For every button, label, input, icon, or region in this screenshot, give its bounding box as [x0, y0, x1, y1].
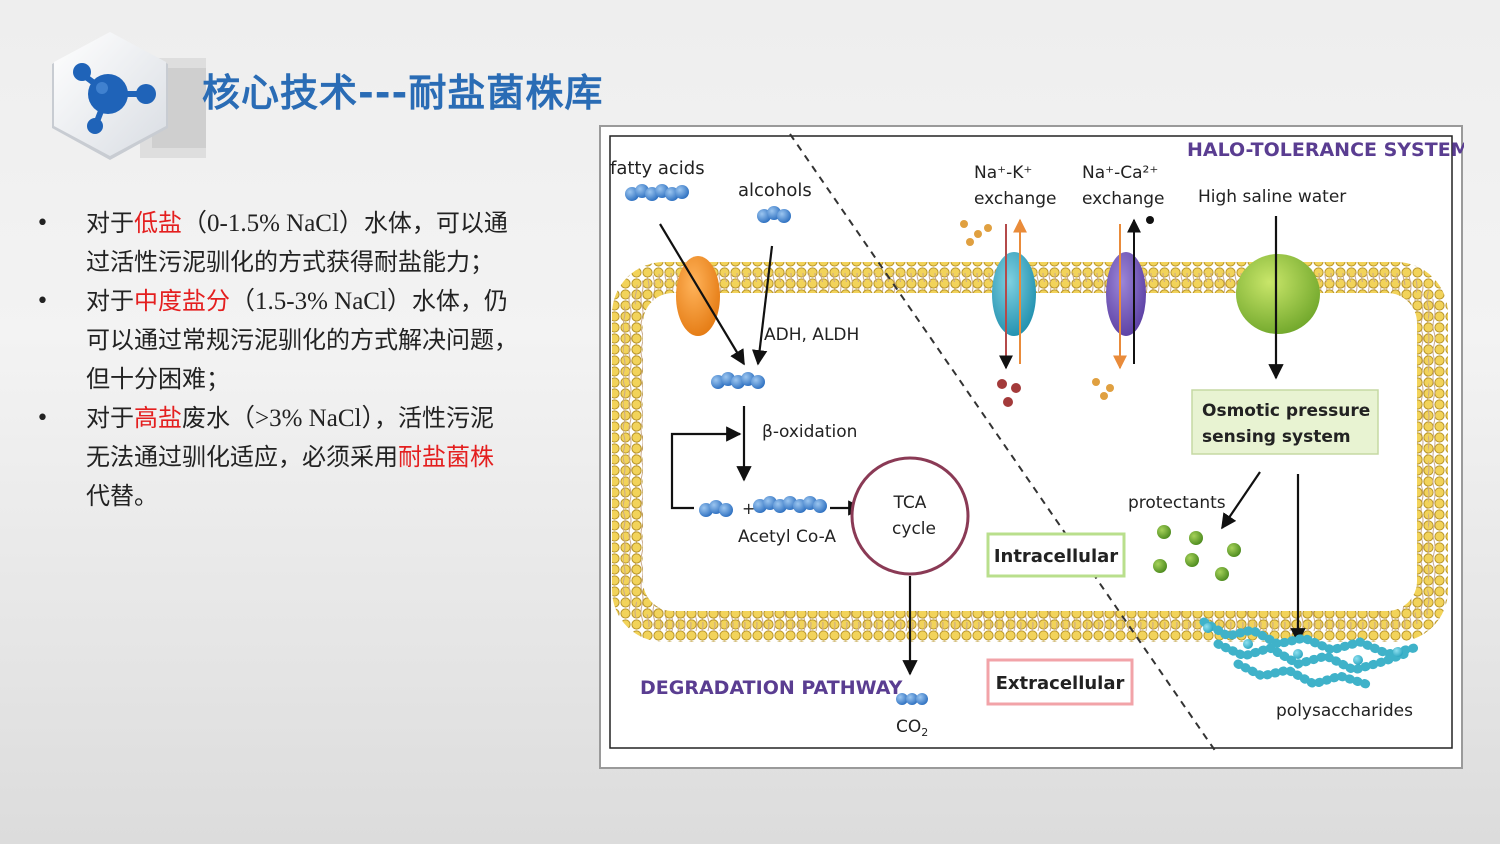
na-ca-pump — [1106, 252, 1146, 336]
beta-oxidation-label: β-oxidation — [762, 422, 857, 442]
alcohols-label: alcohols — [738, 180, 812, 201]
bullet-item-medium-salt: • 对于中度盐分（1.5-3% NaCl）水体，仍 可以通过常规污泥驯化的方式解… — [36, 282, 596, 399]
bullet-text: 对于 — [86, 209, 134, 237]
bullet-text: 无法通过驯化适应，必须采用 — [86, 443, 398, 471]
bullet-text: 但十分困难； — [86, 365, 230, 393]
plus-sign: + — [742, 499, 755, 518]
bullet-text: 水体，仍 — [411, 287, 508, 315]
bullet-text: 对于 — [86, 404, 134, 432]
halotolerance-diagram: HALO-TOLERANCE SYSTEM DEGRADATION PATHWA… — [598, 124, 1470, 770]
bullet-text: 对于 — [86, 287, 134, 315]
bullet-text: 可以通过常规污泥驯化的方式解决问题， — [86, 326, 518, 354]
sensing-system-label: sensing system — [1202, 427, 1351, 447]
polysaccharides-label: polysaccharides — [1276, 701, 1413, 721]
tca-cycle — [850, 456, 970, 576]
protectants-label: protectants — [1128, 493, 1226, 513]
extracellular-box — [986, 658, 1134, 706]
degradation-pathway-title: DEGRADATION PATHWAY — [640, 677, 903, 699]
bullet-text: ，活性污泥 — [373, 404, 494, 432]
acetyl-coa-label: Acetyl Co-A — [738, 527, 836, 547]
na-k-label: Na⁺-K⁺ — [974, 163, 1032, 183]
bullet-salinity-range: （1.5-3% NaCl） — [230, 288, 412, 315]
na-ca-label: Na⁺-Ca²⁺ — [1082, 163, 1158, 183]
co2-molecule — [896, 693, 928, 705]
intermediate-molecule — [711, 372, 765, 389]
adh-aldh-label: ADH, ALDH — [764, 325, 859, 345]
intracellular-box — [986, 532, 1126, 578]
acetyl-molecule — [699, 500, 733, 517]
bullet-item-high-salt: • 对于高盐废水（>3% NaCl），活性污泥 无法通过驯化适应，必须采用耐盐菌… — [36, 399, 596, 516]
bullet-list: • 对于低盐（0-1.5% NaCl）水体，可以通 过活性污泥驯化的方式获得耐盐… — [36, 204, 596, 516]
section-divider — [789, 133, 1217, 753]
tca-label: TCA — [893, 493, 927, 513]
high-saline-water-label: High saline water — [1198, 187, 1346, 207]
molecule-icon — [52, 32, 206, 160]
osmotic-pressure-label: Osmotic pressure — [1202, 401, 1370, 421]
bullet-salinity-range: （0-1.5% NaCl） — [182, 210, 364, 237]
na-ca-exchange-label: exchange — [1082, 189, 1165, 209]
acetyl-coa-molecule — [753, 496, 827, 513]
bullet-dot: • — [36, 211, 49, 236]
page-title: 核心技术---耐盐菌株库 — [202, 71, 604, 115]
ion-particles — [1092, 216, 1154, 400]
intracellular-label: Intracellular — [994, 546, 1118, 567]
halo-tolerance-title: HALO-TOLERANCE SYSTEM — [1187, 139, 1464, 161]
bullet-highlight: 耐盐菌株 — [398, 443, 494, 471]
bullet-text: 水体，可以通 — [363, 209, 508, 237]
na-k-pump — [992, 252, 1036, 336]
bullet-item-low-salt: • 对于低盐（0-1.5% NaCl）水体，可以通 过活性污泥驯化的方式获得耐盐… — [36, 204, 596, 282]
alcohol-molecule — [757, 206, 791, 223]
na-k-exchange-label: exchange — [974, 189, 1057, 209]
sensing-protein — [1236, 254, 1320, 334]
protectant-particles — [1153, 525, 1241, 581]
co2-label: CO2 — [896, 717, 928, 739]
diagram-canvas: HALO-TOLERANCE SYSTEM DEGRADATION PATHWA… — [599, 125, 1470, 769]
bullet-dot: • — [36, 289, 49, 314]
bullet-salinity-range: （>3% NaCl） — [230, 405, 374, 432]
bullet-highlight: 中度盐分 — [134, 287, 230, 315]
logo — [40, 28, 210, 188]
bullet-highlight: 低盐 — [134, 209, 182, 237]
ion-particles — [960, 220, 1021, 407]
tca-cycle-label: cycle — [892, 519, 936, 539]
fatty-acid-molecule — [625, 184, 689, 201]
bullet-highlight: 高盐 — [134, 404, 182, 432]
fatty-acids-label: fatty acids — [610, 158, 705, 179]
extracellular-label: Extracellular — [996, 673, 1125, 694]
polysaccharide-chains — [1199, 617, 1419, 689]
osmotic-sensing-box — [1191, 389, 1379, 455]
bullet-dot: • — [36, 406, 49, 431]
bullet-text: 废水 — [182, 404, 230, 432]
transporter-protein — [676, 256, 720, 336]
bullet-text: 过活性污泥驯化的方式获得耐盐能力； — [86, 248, 494, 276]
bullet-text: 代替。 — [86, 482, 158, 510]
